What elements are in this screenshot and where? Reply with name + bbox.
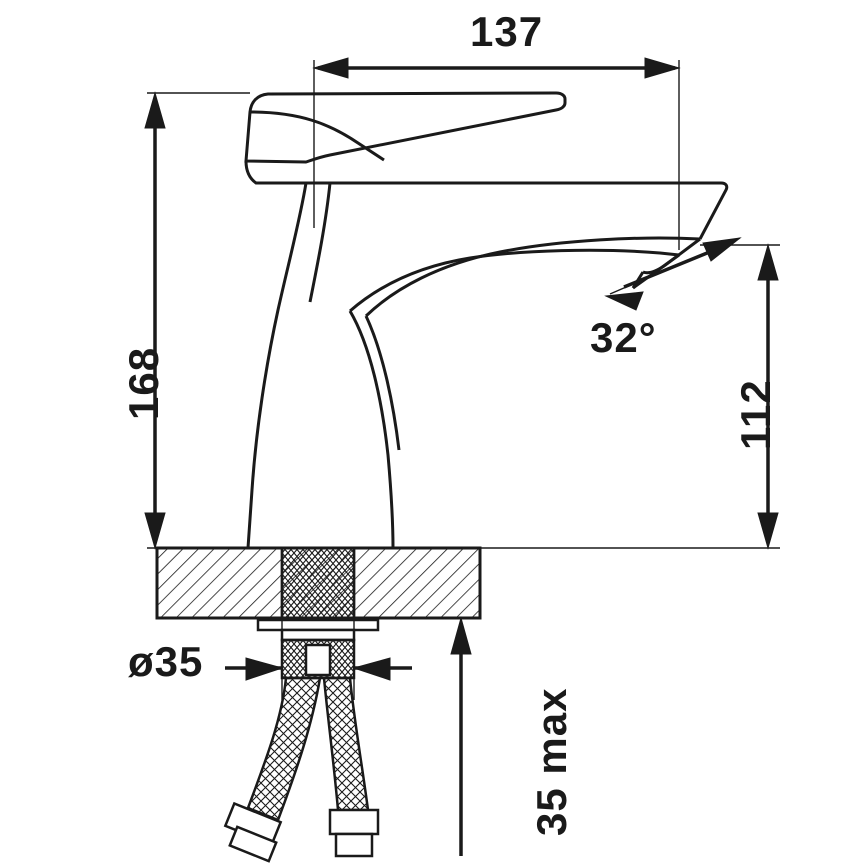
dimension-lines [144, 57, 780, 856]
braided-hose-right [322, 676, 380, 858]
dim-label-35max: 35 max [528, 687, 575, 836]
braided-hose-left [223, 676, 322, 863]
dim-label-32deg: 32° [590, 314, 657, 361]
dim-label-dia35: ø35 [128, 638, 204, 685]
lower-shank [280, 638, 356, 680]
dim-32deg [604, 237, 742, 311]
dim-label-137: 137 [470, 8, 544, 55]
dim-168 [144, 91, 250, 550]
dim-35max [450, 616, 472, 856]
mounting-washer [256, 618, 380, 642]
dim-label-168: 168 [120, 346, 167, 420]
dim-label-112: 112 [732, 379, 779, 450]
dim-dia35 [225, 620, 412, 700]
dim-137 [312, 57, 681, 250]
threaded-shank [280, 546, 356, 622]
